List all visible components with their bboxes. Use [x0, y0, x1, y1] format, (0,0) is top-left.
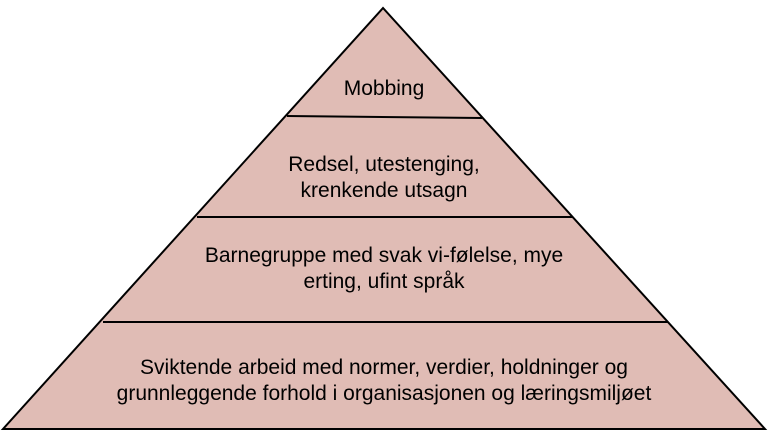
tier-3-line-2: erting, ufint språk	[303, 270, 465, 293]
tier-1-line-1: Mobbing	[343, 77, 425, 100]
tier-label-mobbing: Mobbing	[284, 76, 484, 102]
tier-4-line-2: grunnleggende forhold i organisasjonen o…	[116, 382, 652, 405]
tier-label-redsel: Redsel, utestenging, krenkende utsagn	[234, 152, 534, 204]
pyramid-shape	[0, 6, 768, 430]
tier-label-sviktende-arbeid: Sviktende arbeid med normer, verdier, ho…	[64, 355, 704, 407]
tier-4-line-1: Sviktende arbeid med normer, verdier, ho…	[140, 356, 628, 379]
tier-label-barnegruppe: Barnegruppe med svak vi-følelse, mye ert…	[154, 243, 614, 295]
tier-2-line-1: Redsel, utestenging,	[288, 153, 480, 176]
tier-3-line-1: Barnegruppe med svak vi-følelse, mye	[204, 244, 564, 267]
tier-divider-1	[286, 115, 483, 119]
tier-2-line-2: krenkende utsagn	[300, 179, 468, 202]
